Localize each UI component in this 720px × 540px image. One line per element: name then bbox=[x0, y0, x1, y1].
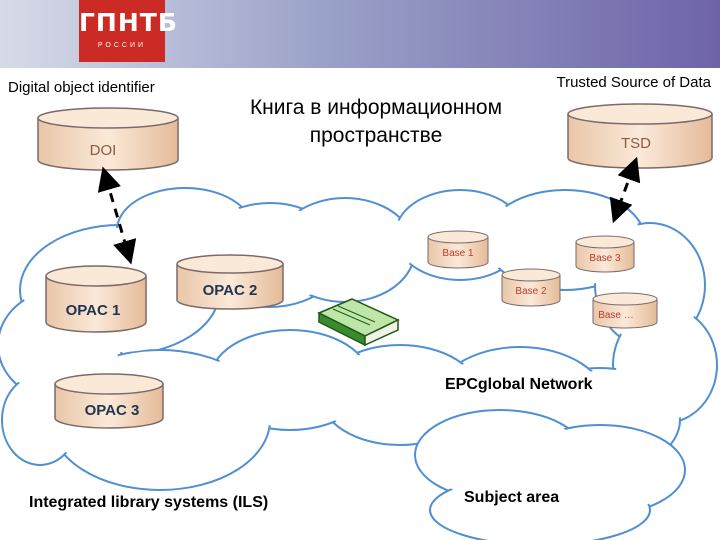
slide-title: Книга в информационном пространстве bbox=[249, 96, 503, 147]
double-arrow-icon bbox=[97, 166, 137, 265]
opac2-database: OPAC 2 bbox=[176, 254, 284, 310]
logo: ГПНТБ РОССИИ bbox=[79, 0, 178, 62]
opac1-database: OPAC 1 bbox=[45, 265, 147, 333]
doi-label: DOI bbox=[90, 142, 117, 159]
base1-database: Base 1 bbox=[427, 230, 489, 269]
base2-label: Base 2 bbox=[515, 286, 547, 297]
base-n-database: Base … bbox=[592, 292, 658, 329]
doi-caption: Digital object identifier bbox=[8, 79, 155, 96]
epc-network-label: EPCglobal Network bbox=[445, 376, 593, 393]
base3-label: Base 3 bbox=[589, 253, 621, 264]
double-arrow-icon bbox=[609, 156, 641, 224]
tsd-label: TSD bbox=[621, 135, 651, 152]
subject-area-label: Subject area bbox=[464, 489, 560, 506]
tsd-database: TSD bbox=[567, 103, 713, 169]
base-n-label: Base … bbox=[598, 310, 634, 321]
opac3-database: OPAC 3 bbox=[54, 373, 164, 429]
opac1-label: OPAC 1 bbox=[66, 302, 121, 319]
ils-label: Integrated library systems (ILS) bbox=[29, 494, 269, 511]
base1-label: Base 1 bbox=[442, 248, 474, 259]
header-bar: ГПНТБ РОССИИ bbox=[0, 0, 720, 68]
opac2-label: OPAC 2 bbox=[203, 282, 258, 299]
opac3-label: OPAC 3 bbox=[85, 402, 140, 419]
doi-database: DOI bbox=[37, 107, 179, 171]
base2-database: Base 2 bbox=[501, 268, 561, 307]
logo-subtext: РОССИИ bbox=[97, 42, 147, 49]
book-icon bbox=[317, 298, 400, 347]
base3-database: Base 3 bbox=[575, 235, 635, 273]
tsd-caption: Trusted Source of Data bbox=[556, 74, 711, 91]
logo-text: ГПНТБ bbox=[79, 8, 178, 37]
